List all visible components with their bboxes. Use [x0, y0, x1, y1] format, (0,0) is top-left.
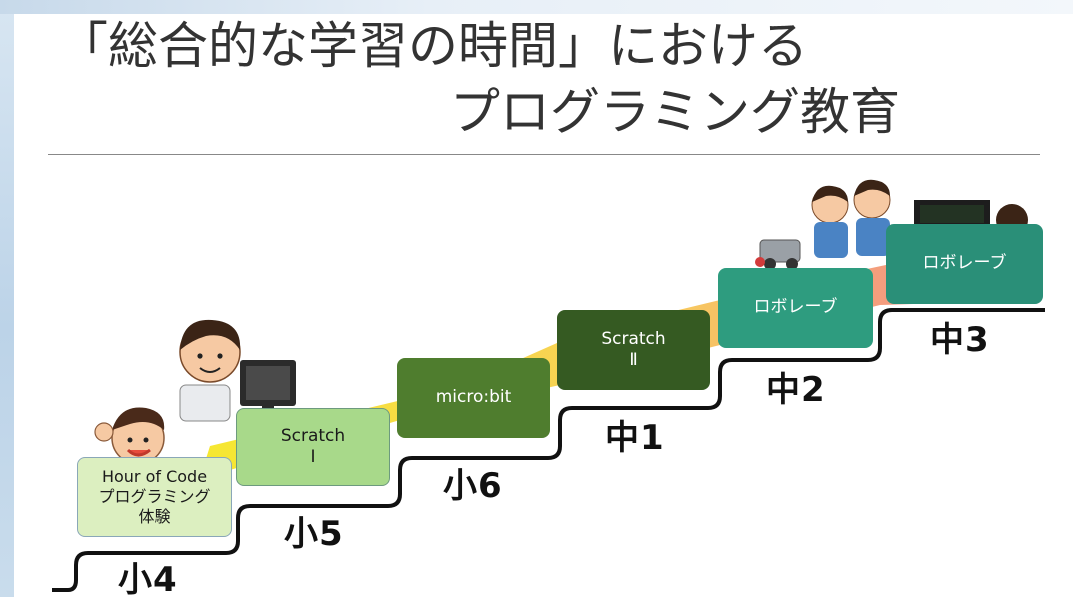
title-divider [48, 154, 1040, 155]
step-box-microbit: micro:bit [397, 358, 550, 438]
step-box-line: Scratch [280, 425, 346, 446]
grade-label-sho6: 小6 [443, 466, 503, 506]
grade-label-sho5: 小5 [284, 514, 344, 554]
staircase-line [52, 308, 1045, 592]
step-box-roborave-2: ロボレーブ [886, 224, 1043, 304]
step-box-line: Scratch [601, 328, 666, 349]
slide-title-line-2: プログラミング教育 [450, 83, 900, 141]
grade-label-chu1: 中1 [605, 418, 665, 458]
step-box-scratch-2: Scratch Ⅱ [557, 310, 710, 390]
step-box-line: ロボレーブ [753, 297, 838, 318]
step-box-line: 体験 [138, 507, 171, 526]
step-box-line: Hour of Code [101, 467, 208, 486]
slide-top-accent-bar [0, 0, 1073, 14]
step-box-line: Ⅱ [629, 350, 638, 370]
grade-label-chu3: 中3 [930, 320, 990, 360]
child-waving-illustration [94, 407, 165, 465]
grade-label-sho4: 小4 [118, 560, 178, 600]
grade-label-chu2: 中2 [766, 370, 826, 410]
boy-at-computer-illustration [179, 319, 296, 422]
slide-title-line-1: 「総合的な学習の時間」における [58, 17, 808, 75]
step-box-line: ロボレーブ [922, 253, 1007, 274]
step-box-line: プログラミング [98, 487, 211, 506]
students-with-robot-illustration [755, 179, 1028, 270]
step-box-scratch-1: Scratch Ⅰ [236, 408, 390, 486]
slide-left-accent-bar [0, 0, 14, 597]
step-box-line: Ⅰ [310, 447, 316, 467]
step-box-roborave-1: ロボレーブ [718, 268, 873, 348]
step-box-line: micro:bit [435, 387, 512, 408]
step-box-hour-of-code: Hour of Code プログラミング 体験 [77, 457, 232, 537]
